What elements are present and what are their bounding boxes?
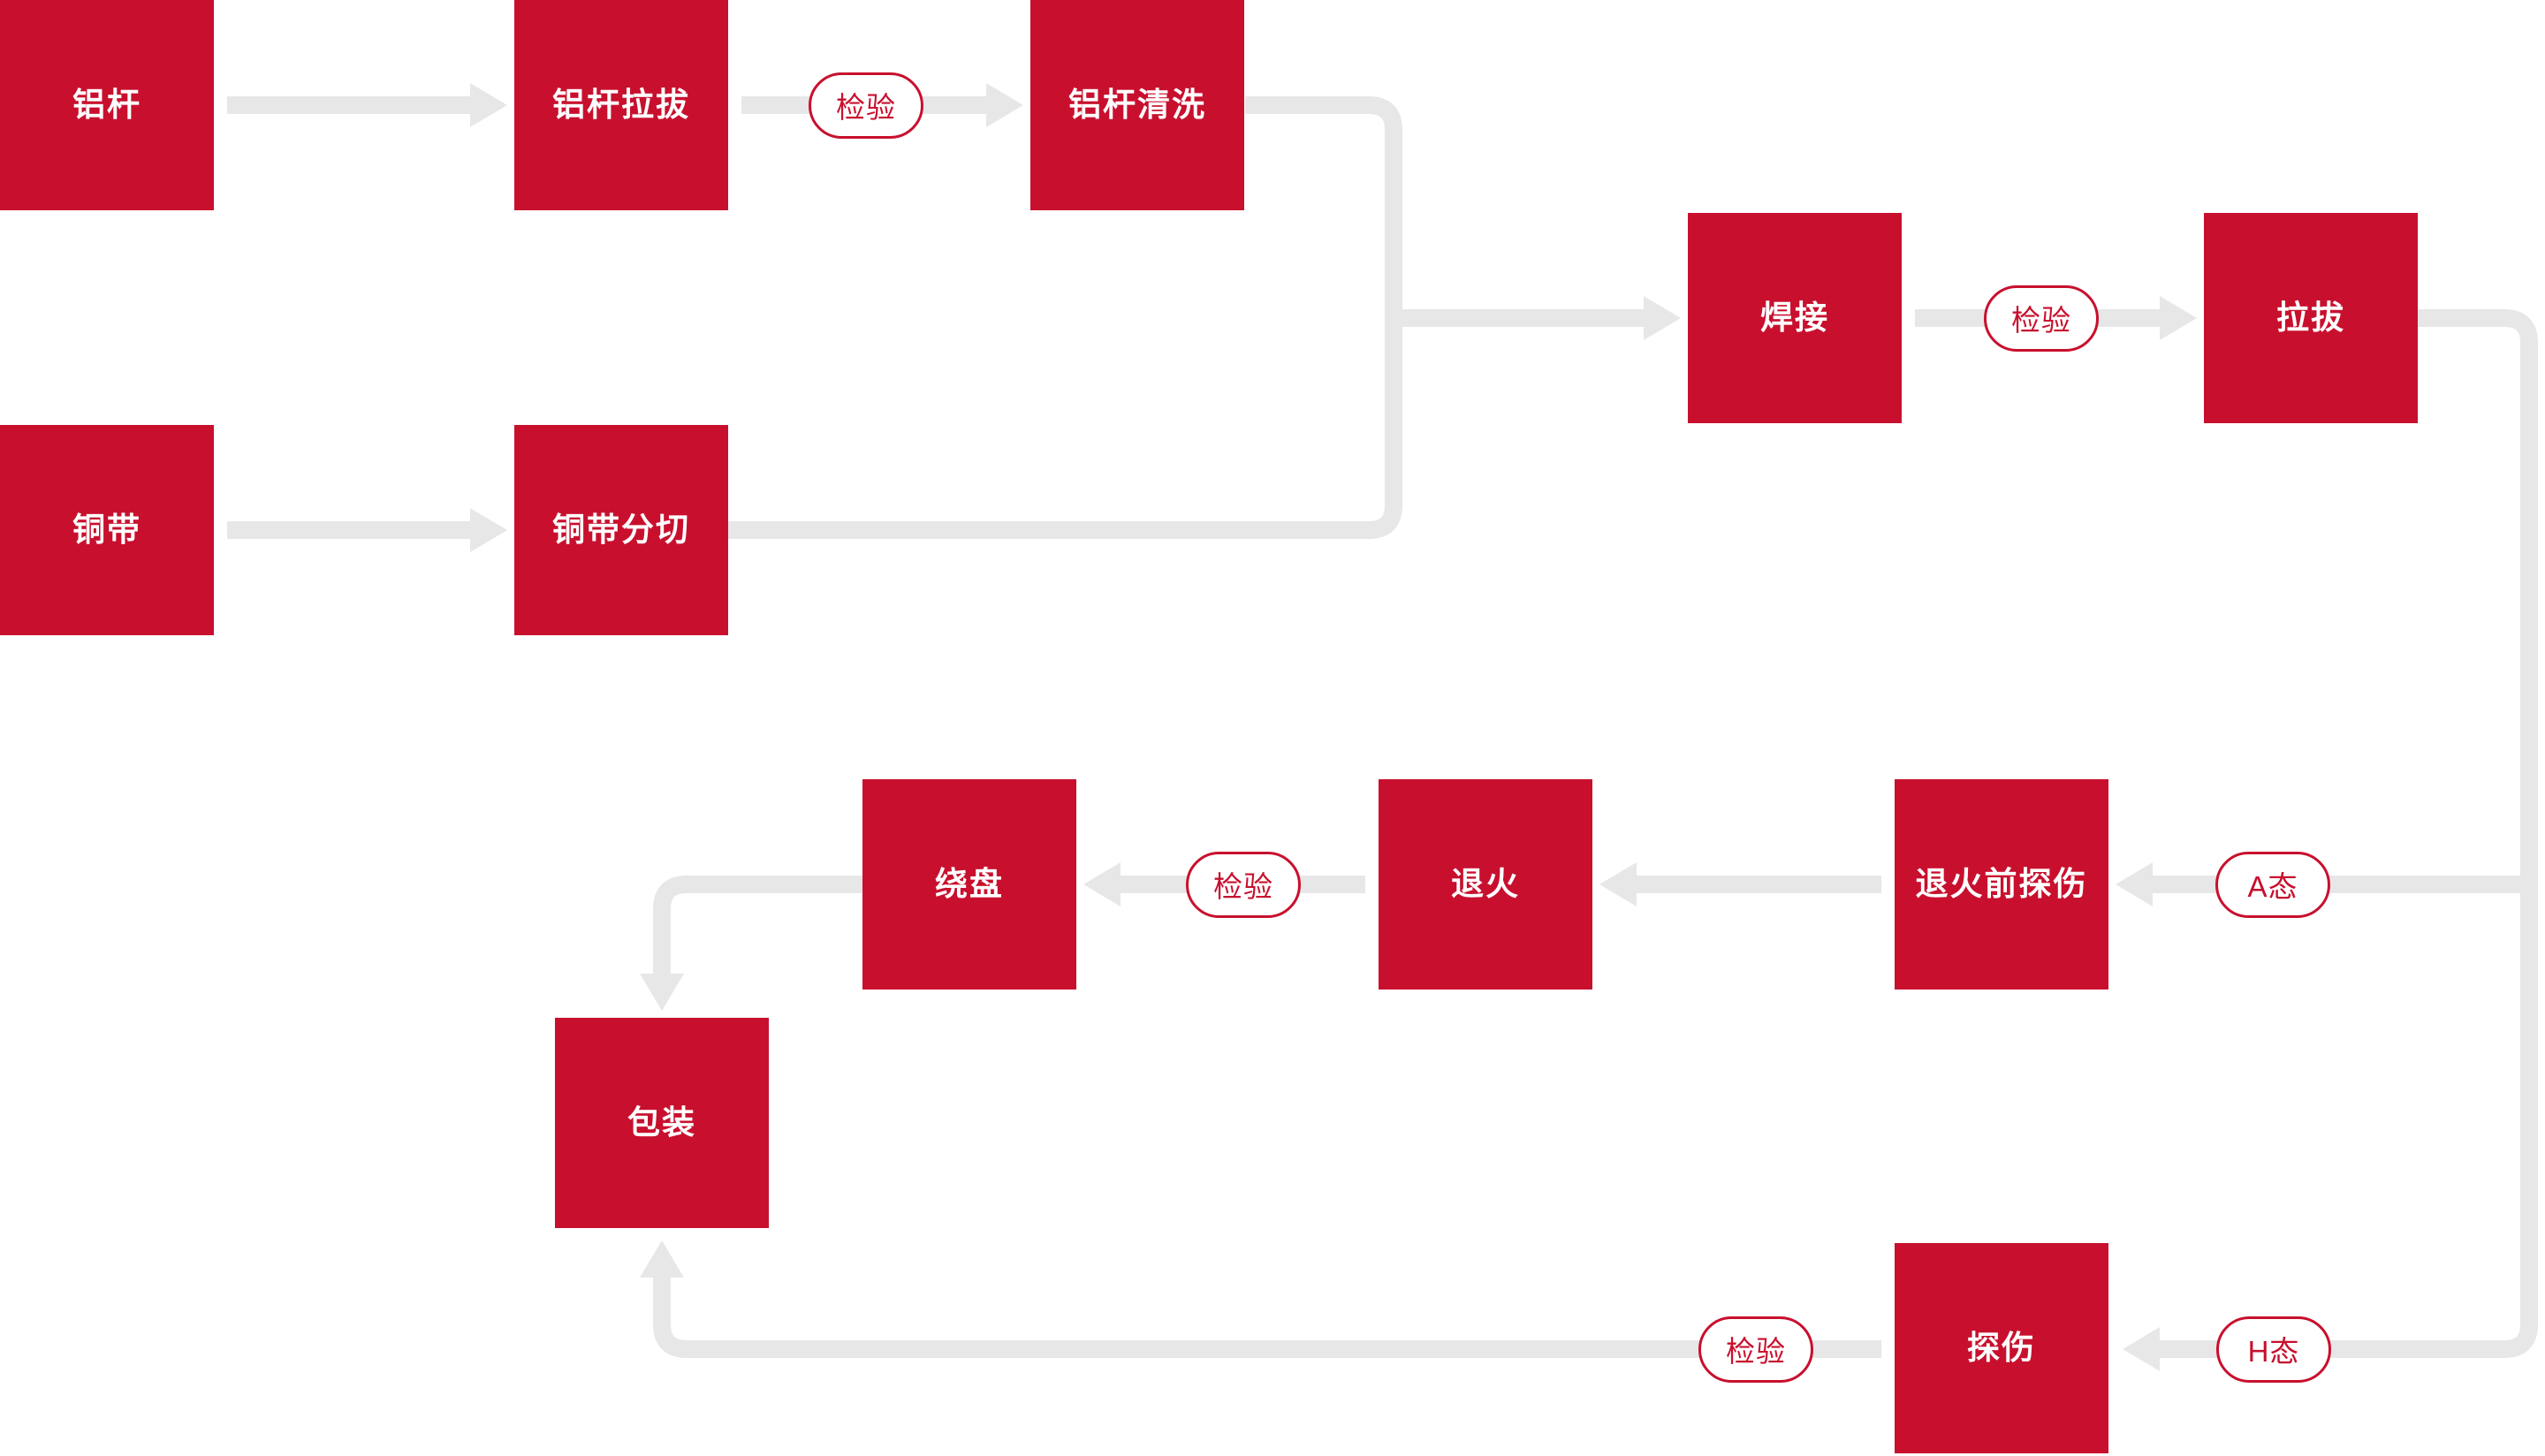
arrowhead-copper-strip-to-slitting: [470, 508, 507, 552]
arrowhead-annealing-to-coiling: [1083, 862, 1121, 906]
connector-cleaning-slitting-merge-rail: [728, 96, 1402, 539]
arrowhead-flaw-detection-to-packing: [640, 1240, 684, 1278]
arrowhead-drawing-to-cleaning: [986, 83, 1023, 127]
arrowhead-aluminum-rod-to-drawing: [470, 83, 507, 127]
arrowhead-coiling-to-packing: [640, 974, 684, 1011]
arrowhead-merge-to-welding: [1644, 296, 1681, 340]
arrowhead-rail-to-pre-annealing-flaw-detection: [2116, 862, 2153, 906]
connector-flaw-detection-to-packing: [653, 1278, 1881, 1358]
connector-coiling-to-packing: [653, 876, 862, 974]
arrowhead-pre-annealing-to-annealing: [1599, 862, 1637, 906]
connector-drawbench-right-rail-to-flaw-detection: [2160, 309, 2538, 1358]
arrowhead-drawbench-right-rail-to-flaw-detection: [2123, 1327, 2160, 1371]
arrowhead-welding-to-drawbench: [2160, 296, 2197, 340]
